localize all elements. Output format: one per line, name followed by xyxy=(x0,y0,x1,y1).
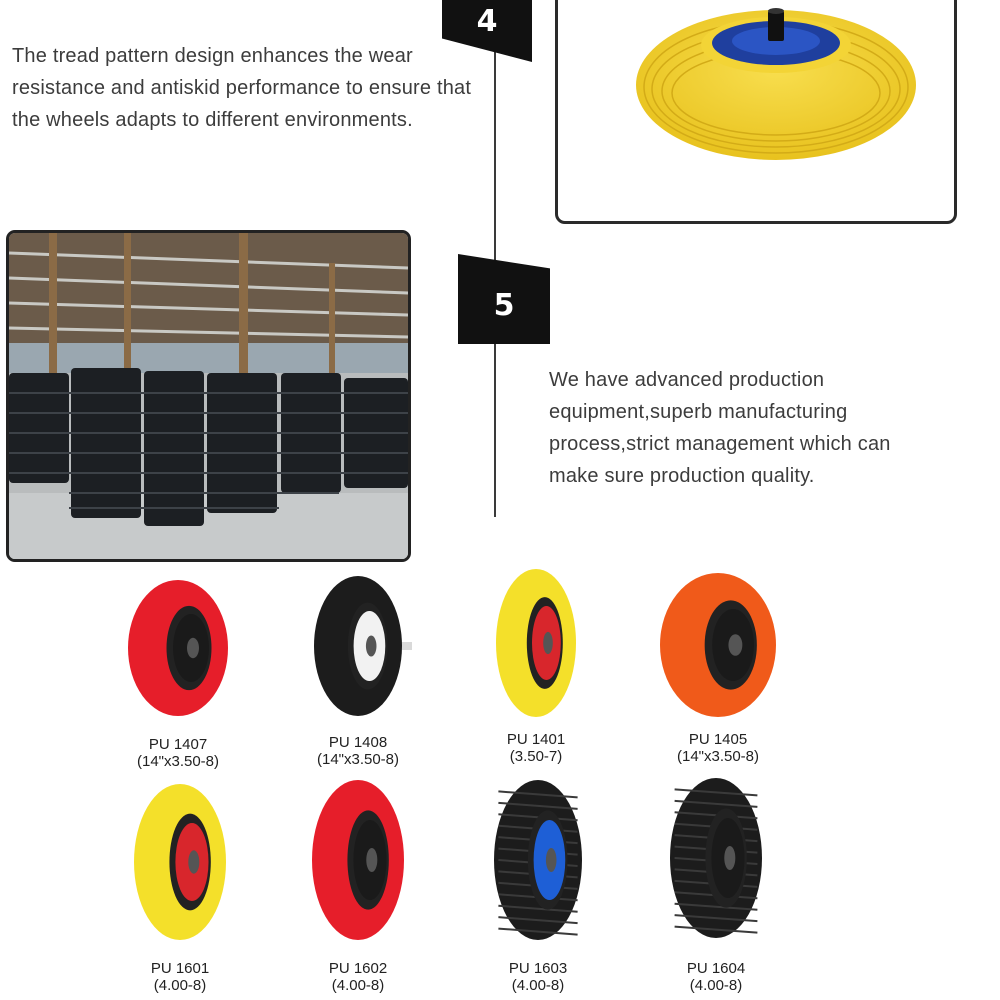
product-model: PU 1405 xyxy=(688,731,748,748)
step-5-number: 5 xyxy=(493,287,515,323)
product-caption: PU 1604(4.00-8) xyxy=(616,960,816,994)
wheel-image-pu1401 xyxy=(496,569,576,717)
product-caption: PU 1602(4.00-8) xyxy=(258,960,458,994)
product-size: (3.50-7) xyxy=(509,748,563,765)
product-model: PU 1602 xyxy=(328,960,388,977)
product-caption: PU 1407(14"x3.50-8) xyxy=(78,736,278,770)
product-caption: PU 1405(14"x3.50-8) xyxy=(618,731,818,765)
product-model: PU 1604 xyxy=(686,960,746,977)
wheel-image-pu1407 xyxy=(128,580,228,716)
product-size: (4.00-8) xyxy=(331,977,385,994)
wheel-image-pu1602 xyxy=(312,780,404,940)
hero-wheel-frame xyxy=(555,0,957,224)
product-caption: PU 1601(4.00-8) xyxy=(80,960,280,994)
wheel-image-pu1603 xyxy=(494,780,582,940)
product-model: PU 1407 xyxy=(148,736,208,753)
product-size: (14"x3.50-8) xyxy=(676,748,760,765)
product-model: PU 1601 xyxy=(150,960,210,977)
product-model: PU 1408 xyxy=(328,734,388,751)
wheel-image-pu1408 xyxy=(314,576,412,716)
product-size: (14"x3.50-8) xyxy=(316,751,400,768)
product-caption: PU 1408(14"x3.50-8) xyxy=(258,734,458,768)
wheel-image-pu1405 xyxy=(660,573,776,717)
timeline-line xyxy=(494,0,496,517)
step-4-number: 4 xyxy=(476,3,498,39)
product-model: PU 1401 xyxy=(506,731,566,748)
wheel-image-pu1601 xyxy=(134,784,226,940)
product-size: (4.00-8) xyxy=(689,977,743,994)
step-4-description: The tread pattern design enhances the we… xyxy=(12,45,472,131)
product-size: (14"x3.50-8) xyxy=(136,753,220,770)
step-5-badge: 5 xyxy=(458,254,550,344)
product-caption: PU 1603(4.00-8) xyxy=(438,960,638,994)
product-size: (4.00-8) xyxy=(153,977,207,994)
wheel-image-pu1604 xyxy=(670,778,762,938)
step-5-description: We have advanced production equipment,su… xyxy=(549,369,891,487)
hero-wheel-image xyxy=(636,8,916,160)
warehouse-photo xyxy=(6,230,411,562)
product-size: (4.00-8) xyxy=(511,977,565,994)
product-model: PU 1603 xyxy=(508,960,568,977)
product-caption: PU 1401(3.50-7) xyxy=(436,731,636,765)
